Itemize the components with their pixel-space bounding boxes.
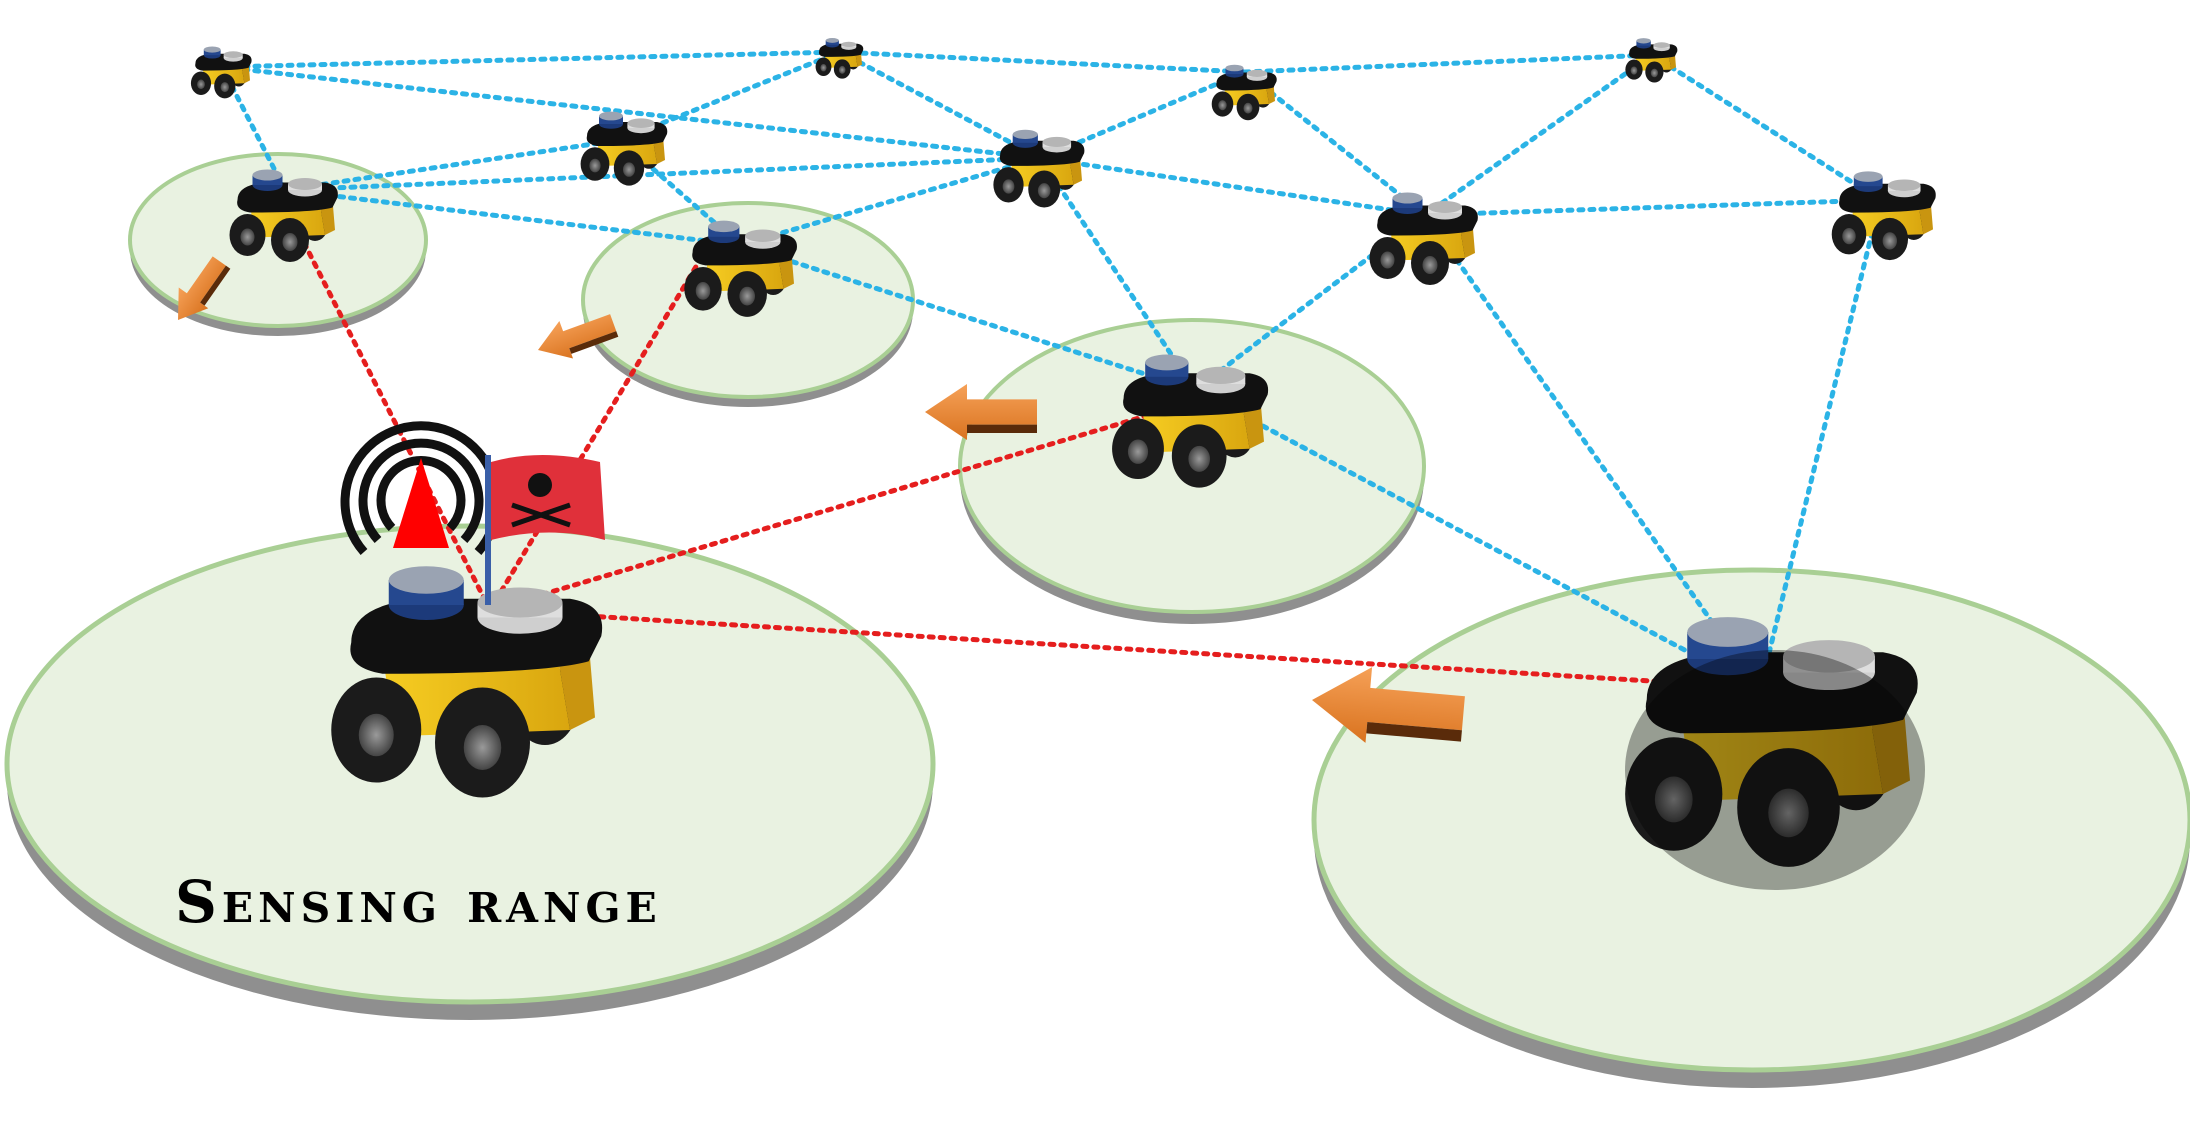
- robot-mid-1: [580, 111, 668, 186]
- robot-far-3: [1211, 64, 1277, 121]
- robot-mid-4: [1831, 171, 1936, 261]
- robot-far-4: [1625, 38, 1678, 83]
- pirate-flag-icon: [485, 455, 605, 605]
- robot-far-1: [190, 46, 252, 99]
- robot-far-2: [815, 37, 864, 79]
- sensing-range-label: Sensing range: [175, 868, 662, 936]
- antenna-signal-icon: [340, 421, 502, 555]
- attack-links: [287, 212, 1768, 691]
- robot-large-right: [1625, 617, 1925, 890]
- mesh-links: [219, 49, 1883, 693]
